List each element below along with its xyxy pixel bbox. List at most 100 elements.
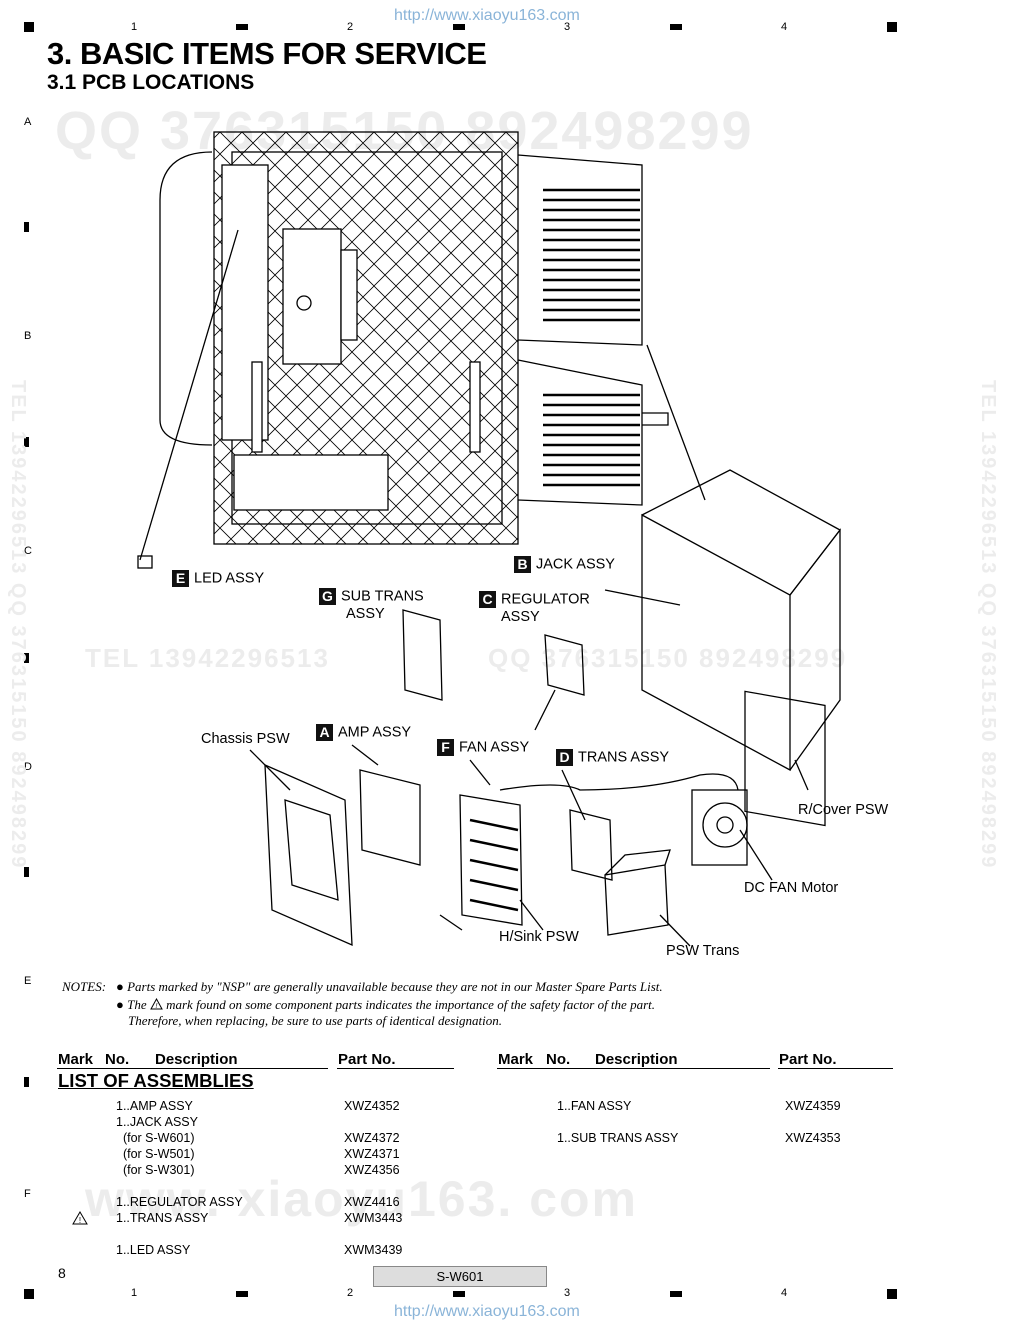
badge-c: C	[479, 591, 496, 608]
label-subtrans-line1: SUB TRANS	[341, 588, 424, 605]
grid-col-3: 3	[564, 21, 571, 33]
grid-tick	[24, 1077, 29, 1087]
table-row-part: XWM3443	[344, 1211, 403, 1225]
grid-row-b: B	[24, 330, 32, 342]
badge-g: G	[319, 588, 336, 605]
watermark-tel: TEL 13942296513	[85, 643, 330, 673]
label-hsink-psw: H/Sink PSW	[499, 929, 579, 945]
notes-line3: Therefore, when replacing, be sure to us…	[128, 1013, 502, 1028]
table-row-part: XWZ4353	[785, 1131, 841, 1145]
dc-fan-motor	[691, 789, 748, 866]
amp-board	[359, 769, 421, 866]
grid-marker	[887, 22, 897, 32]
psw-transformer	[604, 864, 669, 936]
label-fan-text: FAN ASSY	[459, 739, 530, 756]
footer-url[interactable]: http://www.xiaoyu163.com	[394, 1303, 580, 1320]
label-subtrans-assy: G SUB TRANS	[319, 588, 424, 605]
label-trans-text: TRANS ASSY	[578, 749, 670, 766]
badge-d: D	[556, 749, 573, 766]
grid-row-f: F	[24, 1188, 31, 1200]
grid-marker	[24, 1289, 34, 1299]
table-row-part: XWZ4372	[344, 1131, 400, 1145]
table-row: (for S-W601)	[116, 1131, 195, 1145]
col-mark-right: Mark	[498, 1051, 534, 1068]
grid-marker	[670, 24, 682, 30]
header-url[interactable]: http://www.xiaoyu163.com	[394, 7, 580, 24]
notes-prefix: NOTES:	[62, 979, 107, 994]
table-row: 1..FAN ASSY	[557, 1099, 632, 1113]
badge-e: E	[172, 570, 189, 587]
notes-line1: ● Parts marked by "NSP" are generally un…	[116, 979, 663, 994]
cabinet-bottom-panel	[233, 454, 389, 511]
label-regulator-line1: REGULATOR	[501, 591, 590, 608]
led-part	[137, 555, 153, 569]
table-row: 1..LED ASSY	[116, 1243, 191, 1257]
label-rcover-psw: R/Cover PSW	[798, 802, 889, 818]
front-grille-outline	[159, 151, 213, 446]
speaker-center	[296, 295, 312, 311]
table-row: 1..SUB TRANS ASSY	[557, 1131, 679, 1145]
grid-col-2-bottom: 2	[347, 1287, 354, 1299]
grid-col-4-bottom: 4	[781, 1287, 788, 1299]
grid-marker	[24, 22, 34, 32]
label-amp-text: AMP ASSY	[338, 724, 412, 741]
watermark-bottom: www. xiaoyu163. com	[85, 1171, 639, 1227]
chassis-psw	[264, 763, 353, 947]
table-row: (for S-W301)	[116, 1163, 195, 1177]
grid-row-a: A	[24, 116, 32, 128]
grid-col-3-bottom: 3	[564, 1287, 571, 1299]
list-of-assemblies-title: LIST OF ASSEMBLIES	[58, 1070, 254, 1091]
watermark-side-right: TEL 13942296513 QQ 376315150 892498299	[977, 380, 999, 870]
label-regulator-assy: C REGULATOR	[479, 591, 590, 608]
grid-col-4: 4	[781, 21, 788, 33]
heatsink-bottom	[517, 359, 643, 506]
label-dc-fan-motor: DC FAN Motor	[744, 880, 839, 896]
table-row-part: XWZ4416	[344, 1195, 400, 1209]
badge-b: B	[514, 556, 531, 573]
grid-col-1: 1	[131, 21, 138, 33]
table-row-part: XWZ4371	[344, 1147, 400, 1161]
grid-tick	[24, 653, 29, 663]
table-row: (for S-W501)	[116, 1147, 195, 1161]
label-subtrans-line2: ASSY	[346, 606, 385, 622]
label-jack-text: JACK ASSY	[536, 556, 615, 573]
label-psw-trans: PSW Trans	[666, 943, 740, 959]
grid-marker	[887, 1289, 897, 1299]
speaker-cap	[340, 249, 358, 341]
table-row: 1..JACK ASSY	[116, 1115, 198, 1129]
table-row-part: XWZ4352	[344, 1099, 400, 1113]
badge-f: F	[437, 739, 454, 756]
label-fan-assy: F FAN ASSY	[437, 739, 529, 756]
safety-warning-icon: !	[72, 1211, 88, 1225]
col-description-right: Description	[595, 1051, 678, 1068]
model-badge: S-W601	[373, 1266, 547, 1287]
col-partno-right: Part No.	[779, 1051, 837, 1068]
watermark-side-left: TEL 13942296513 QQ 376315150 892498299	[7, 380, 29, 870]
table-row-part: XWZ4356	[344, 1163, 400, 1177]
notes-line1-text: Parts marked by "NSP" are generally unav…	[127, 979, 663, 994]
label-chassis-psw: Chassis PSW	[201, 731, 290, 747]
grid-row-d: D	[24, 761, 32, 773]
grid-col-2: 2	[347, 21, 354, 33]
grid-col-1-bottom: 1	[131, 1287, 138, 1299]
speaker-magnet	[282, 228, 342, 365]
notes-line2b: mark found on some component parts indic…	[166, 997, 655, 1012]
rear-cover-housing	[641, 513, 791, 772]
subtrans-board	[402, 609, 443, 701]
heatsink-top	[517, 154, 643, 346]
table-row: 1..AMP ASSY	[116, 1099, 193, 1113]
table-row-part: XWM3439	[344, 1243, 403, 1257]
page-number: 8	[58, 1265, 66, 1281]
grid-row-e: E	[24, 975, 32, 987]
grid-row-c: C	[24, 545, 32, 557]
page-title: 3. BASIC ITEMS FOR SERVICE	[47, 36, 487, 71]
table-row-part: XWZ4359	[785, 1099, 841, 1113]
grid-marker	[236, 1291, 248, 1297]
notes-line2: ● The ! mark found on some component par…	[116, 997, 655, 1012]
col-partno: Part No.	[338, 1051, 396, 1068]
grid-marker	[236, 24, 248, 30]
grid-tick	[24, 437, 29, 447]
col-no: No.	[105, 1051, 130, 1068]
